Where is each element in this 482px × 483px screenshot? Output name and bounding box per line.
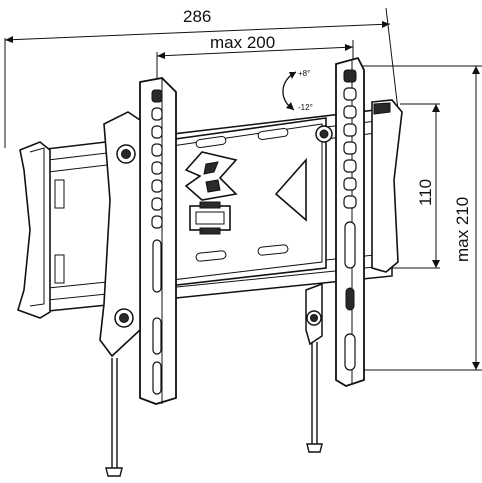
center-clip <box>189 201 231 235</box>
left-vertical-arm <box>99 77 177 405</box>
tilt-down-label: -12° <box>298 103 313 112</box>
tilt-indicator: +8° -12° <box>282 69 313 112</box>
vesa-width-label: max 200 <box>210 33 275 52</box>
dimension-overall-width: 286 <box>4 7 399 148</box>
right-arm-holes <box>343 69 357 371</box>
left-end-cap <box>17 141 51 319</box>
vesa-height-label: max 210 <box>453 197 472 262</box>
dimension-slot-height: 110 <box>378 103 440 269</box>
tilt-up-label: +8° <box>298 69 310 78</box>
right-end-cap <box>371 99 403 273</box>
right-safety-cord <box>306 342 323 453</box>
right-vertical-arm <box>305 56 365 387</box>
left-safety-cord <box>105 358 123 477</box>
dimension-vesa-height: max 210 <box>360 65 482 371</box>
dimension-vesa-width: max 200 <box>156 33 354 80</box>
left-arm-holes <box>151 89 163 395</box>
slot-height-label: 110 <box>416 179 435 206</box>
overall-width-label: 286 <box>183 7 211 26</box>
brand-logo-icon <box>184 151 238 201</box>
center-plate <box>167 117 333 287</box>
direction-triangle-icon <box>274 157 307 222</box>
